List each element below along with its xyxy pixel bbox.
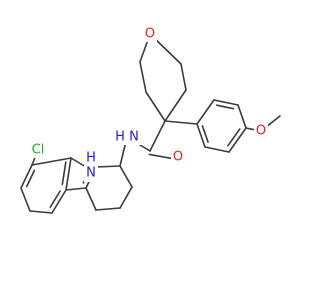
bond-C7-C8 xyxy=(20,164,33,189)
indole-n-label: N xyxy=(86,166,96,181)
double-bond-C4b-C5 xyxy=(49,190,61,209)
double-bond-A2-A3 xyxy=(215,104,235,110)
amide-o-label: O xyxy=(173,150,183,165)
bond-C4b-C5 xyxy=(51,189,67,214)
double-bond-A4-A5 xyxy=(227,128,241,147)
amide-n-label: N xyxy=(129,130,139,145)
pyran-o-label: O xyxy=(145,27,155,42)
amide-nh-atom: H N xyxy=(112,129,142,145)
bond-A5-A6 xyxy=(204,146,230,153)
bond-Cq-A1 xyxy=(164,120,198,125)
chlorine-atom: Cl xyxy=(28,142,48,158)
bond-A4-A5 xyxy=(228,127,247,153)
bond-C4-C4a xyxy=(85,187,97,211)
bond-C8a-C4b xyxy=(65,157,72,191)
bond-C5-C6 xyxy=(29,210,53,214)
methoxy-o-label: O xyxy=(256,124,266,139)
bond-A6-A1 xyxy=(196,123,206,148)
bond-R1-R2 xyxy=(139,61,147,93)
bond-C4b-C4a xyxy=(65,187,87,191)
bond-Cam-Cq xyxy=(149,120,166,152)
bond-R5-Cq xyxy=(164,89,187,122)
bond-C6-C7 xyxy=(20,187,31,212)
structure-canvas: Cl H N H N O O O xyxy=(20,26,281,214)
bond-A3-A4 xyxy=(237,104,247,129)
chlorine-label: Cl xyxy=(32,143,45,158)
bond-C3-C4 xyxy=(95,207,121,211)
double-bond-A6-A1 xyxy=(201,125,209,143)
atom-label-layer: Cl H N H N O O O xyxy=(28,26,268,182)
amide-oxygen-atom: O xyxy=(171,149,185,165)
bond-A1-A2 xyxy=(196,99,215,125)
double-bond-C8a-C4b xyxy=(61,161,67,186)
indole-h-label: H xyxy=(86,151,96,166)
bond-R4-R5 xyxy=(180,63,187,91)
indole-nh-atom: H N xyxy=(84,151,98,182)
bond-C2-C3 xyxy=(119,186,133,209)
bond-Cq-R1 xyxy=(145,91,166,122)
bond-C9a-C1 xyxy=(95,165,121,168)
bond-C8-C8a xyxy=(31,157,72,166)
amide-h-label: H xyxy=(115,130,125,145)
bond-A2-A3 xyxy=(213,99,239,106)
pyran-oxygen-atom: O xyxy=(143,26,157,42)
double-bond-C7-C8 xyxy=(25,169,36,188)
bond-layer xyxy=(20,33,281,214)
methoxy-oxygen-atom: O xyxy=(254,123,268,139)
bond-C1-C2 xyxy=(119,165,133,188)
